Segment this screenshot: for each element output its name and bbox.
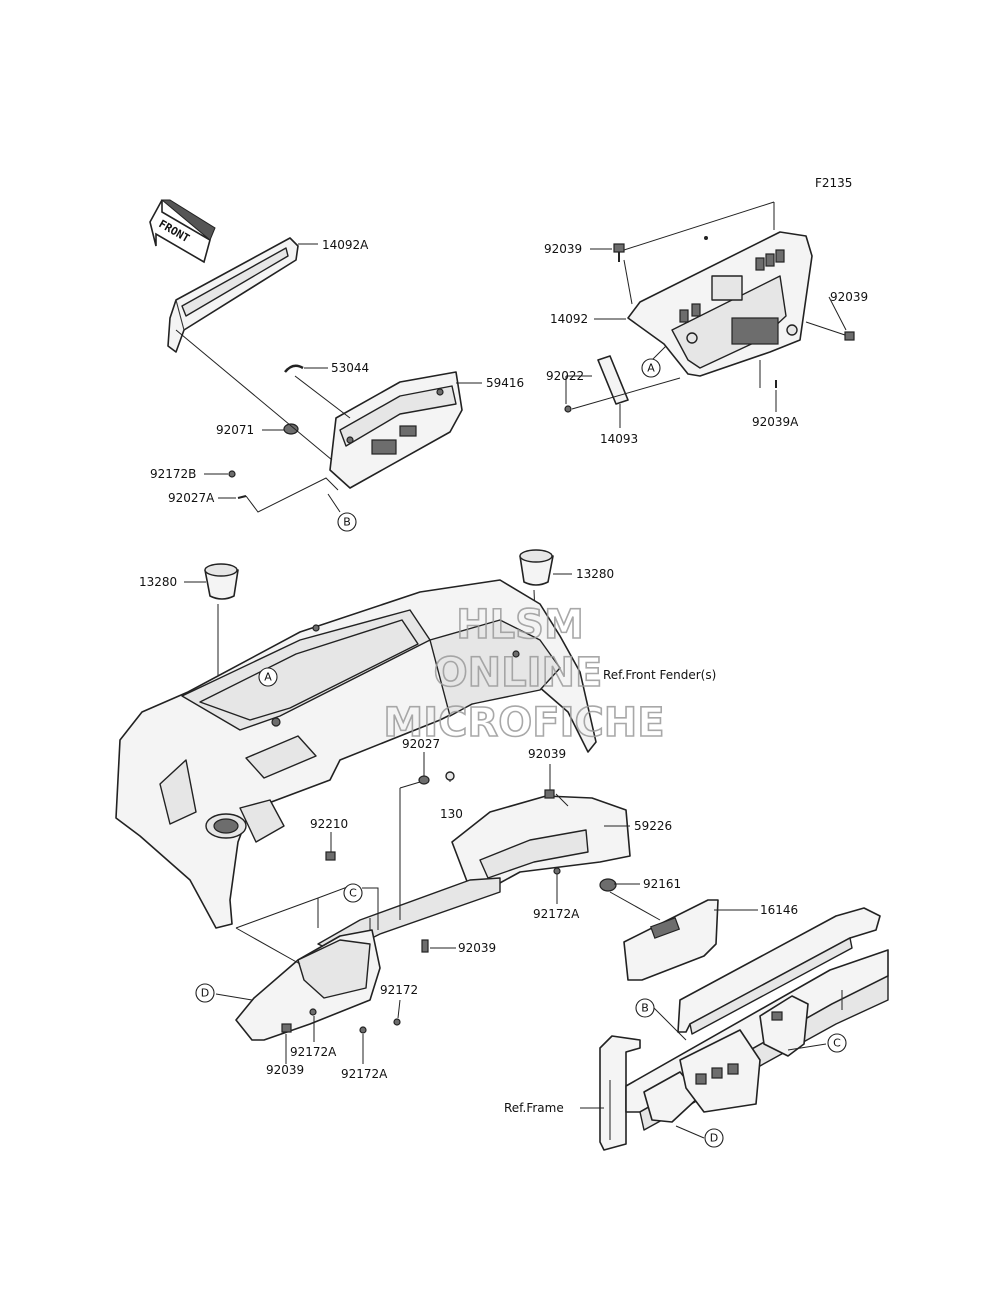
callout-92172A-low2: 92172A (341, 1067, 388, 1081)
callout-92039-mid: 92039 (528, 747, 566, 761)
part-92039-mid-shape (544, 789, 555, 799)
callout-92039-low: 92039 (458, 941, 496, 955)
frame-shape (599, 907, 889, 1151)
marker-C-mid-label: C (349, 887, 357, 900)
part-92172A-mid-shape (553, 867, 561, 875)
watermark-line-2: ONLINE (434, 650, 603, 696)
callout-92039-right: 92039 (830, 290, 868, 304)
callout-92161: 92161 (643, 877, 681, 891)
marker-C-mid: C (343, 883, 363, 903)
watermark-line-1: HLSM (456, 602, 584, 648)
marker-A-dash-label: A (264, 671, 272, 684)
marker-C-frame: C (827, 1033, 847, 1053)
marker-A-top: A (641, 358, 661, 378)
callout-14092: 14092 (550, 312, 588, 326)
marker-D-frame-label: D (710, 1132, 718, 1145)
part-130-shape (445, 771, 455, 781)
marker-B-frame-label: B (641, 1002, 649, 1015)
callout-92027: 92027 (402, 737, 440, 751)
marker-D-left-label: D (201, 987, 209, 1000)
part-92161-shape (599, 878, 617, 892)
marker-B-frame: B (635, 998, 655, 1018)
part-92210-shape (325, 851, 336, 861)
watermark: HLSM ONLINE MICROFICHE (383, 601, 666, 747)
part-13280-left-shape (204, 563, 239, 600)
callout-14093: 14093 (600, 432, 638, 446)
part-14093-shape (597, 355, 629, 405)
callout-92172A-mid: 92172A (533, 907, 580, 921)
part-14092-shape (627, 231, 813, 377)
front-arrow-icon: FRONT (149, 199, 216, 264)
part-53044-shape (284, 364, 304, 373)
callout-92210: 92210 (310, 817, 348, 831)
part-92039-low-shape (421, 939, 429, 953)
callout-92039A: 92039A (752, 415, 799, 429)
callout-92039-bottom: 92039 (266, 1063, 304, 1077)
callout-92022: 92022 (546, 369, 584, 383)
lower-left-cover-shape (235, 929, 381, 1041)
callout-92172A-low1: 92172A (290, 1045, 337, 1059)
part-14092A-shape (167, 237, 299, 353)
marker-D-frame: D (704, 1128, 724, 1148)
callout-59226: 59226 (634, 819, 672, 833)
diagram-id: F2135 (815, 176, 852, 190)
callout-16146: 16146 (760, 903, 798, 917)
part-92172B-shape (228, 470, 236, 478)
ref-frame: Ref.Frame (504, 1101, 564, 1115)
part-16146-shape (623, 899, 719, 981)
part-59226-shape (451, 795, 631, 885)
callout-13280-left: 13280 (139, 575, 177, 589)
part-92027-shape (418, 775, 430, 785)
marker-A-dash: A (258, 667, 278, 687)
part-92172A-low2-shape (359, 1026, 367, 1034)
callout-59416: 59416 (486, 376, 524, 390)
part-92039-right-shape (844, 331, 855, 341)
marker-C-frame-label: C (833, 1037, 841, 1050)
watermark-line-3: MICROFICHE (383, 700, 664, 746)
part-92172A-low1-shape (309, 1008, 317, 1016)
callout-130: 130 (440, 807, 463, 821)
marker-B-top-label: B (343, 516, 351, 529)
callout-92172: 92172 (380, 983, 418, 997)
callout-14092A: 14092A (322, 238, 369, 252)
part-92071-shape (283, 423, 299, 435)
marker-A-top-label: A (647, 362, 655, 375)
part-92172-shape (393, 1018, 401, 1026)
part-92022-shape (564, 405, 572, 413)
callout-92039-top: 92039 (544, 242, 582, 256)
callout-13280-right: 13280 (576, 567, 614, 581)
part-59416-shape (329, 371, 463, 489)
marker-B-top: B (337, 512, 357, 532)
ref-front-fender: Ref.Front Fender(s) (603, 668, 716, 682)
callout-92027A: 92027A (168, 491, 215, 505)
callout-92172B: 92172B (150, 467, 196, 481)
marker-D-left: D (195, 983, 215, 1003)
callout-92071: 92071 (216, 423, 254, 437)
part-92039-bottom-shape (281, 1023, 292, 1033)
dashboard-main-shape (115, 579, 597, 929)
part-13280-right-shape (519, 549, 554, 586)
part-92027A-shape (237, 495, 247, 499)
part-92039-top-shape (613, 243, 625, 262)
callout-53044: 53044 (331, 361, 369, 375)
